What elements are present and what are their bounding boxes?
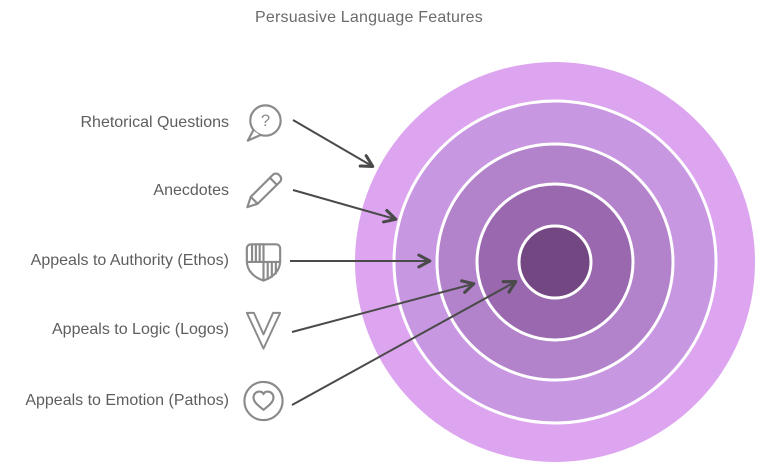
arrow-appeals-to-emotion <box>291 280 518 406</box>
pencil-icon <box>246 172 283 209</box>
concentric-target <box>355 62 755 462</box>
arrow-rhetorical-questions <box>292 119 375 168</box>
question-mark-glyph: ? <box>261 111 270 130</box>
arrow-appeals-to-logic <box>291 279 476 333</box>
feature-label: Appeals to Authority (Ethos) <box>30 252 229 269</box>
feature-row-appeals-to-authority: Appeals to Authority (Ethos) <box>31 237 287 285</box>
feature-label: Appeals to Emotion (Pathos) <box>25 392 229 409</box>
target-ring-5-center <box>517 224 593 300</box>
arrow-anecdotes <box>292 189 398 224</box>
diagram-title: Persuasive Language Features <box>255 9 483 26</box>
shield-icon <box>245 243 282 282</box>
feature-row-appeals-to-emotion: Appeals to Emotion (Pathos) <box>25 377 287 425</box>
letter-v-icon <box>245 311 282 350</box>
feature-row-anecdotes: Anecdotes <box>153 167 287 215</box>
connector-arrows <box>290 119 518 406</box>
heart-in-circle-icon <box>243 380 284 422</box>
speech-bubble-question-icon: ? <box>246 104 282 142</box>
feature-label: Anecdotes <box>153 182 229 199</box>
feature-row-appeals-to-logic: Appeals to Logic (Logos) <box>52 306 287 354</box>
feature-label: Appeals to Logic (Logos) <box>52 321 229 338</box>
feature-row-rhetorical-questions: Rhetorical Questions ? <box>80 99 287 147</box>
feature-label: Rhetorical Questions <box>80 114 229 131</box>
